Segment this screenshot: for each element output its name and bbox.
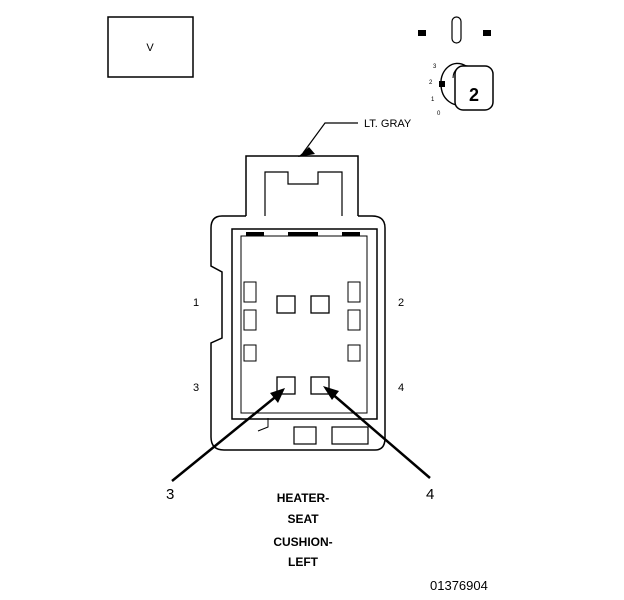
caption-line-2: SEAT <box>287 512 319 526</box>
view-box-label: V <box>146 42 154 54</box>
connector-body <box>210 155 386 451</box>
caption-line-1: HEATER- <box>277 491 329 505</box>
pin-label-1: 1 <box>193 297 199 309</box>
view-box <box>107 16 194 78</box>
figure-number: 01376904 <box>430 578 488 593</box>
wire-color-leader <box>298 122 358 157</box>
connector-badge-icon: 2 3 2 1 0 <box>429 62 494 117</box>
badge-scale-2: 2 <box>429 80 433 86</box>
badge-scale-3: 3 <box>433 64 437 70</box>
wire-color-label: LT. GRAY <box>364 118 412 130</box>
callout-right-label: 4 <box>426 486 434 503</box>
caption-line-4: LEFT <box>288 555 319 569</box>
badge-scale-1: 1 <box>431 97 435 103</box>
legend-marks <box>418 16 491 44</box>
pin-label-3: 3 <box>193 382 199 394</box>
cavity-1 <box>276 295 296 314</box>
badge-scale-0: 0 <box>437 111 441 117</box>
cavity-4 <box>310 376 330 395</box>
callout-left-label: 3 <box>166 486 174 503</box>
cavity-2 <box>310 295 330 314</box>
caption-line-3: CUSHION- <box>273 535 332 549</box>
callout-arrow-right <box>323 386 431 479</box>
pin-label-2: 2 <box>398 297 404 309</box>
badge-number: 2 <box>469 85 479 105</box>
cavity-3 <box>276 376 296 395</box>
pin-label-4: 4 <box>398 382 404 394</box>
callout-arrow-left <box>171 388 285 482</box>
